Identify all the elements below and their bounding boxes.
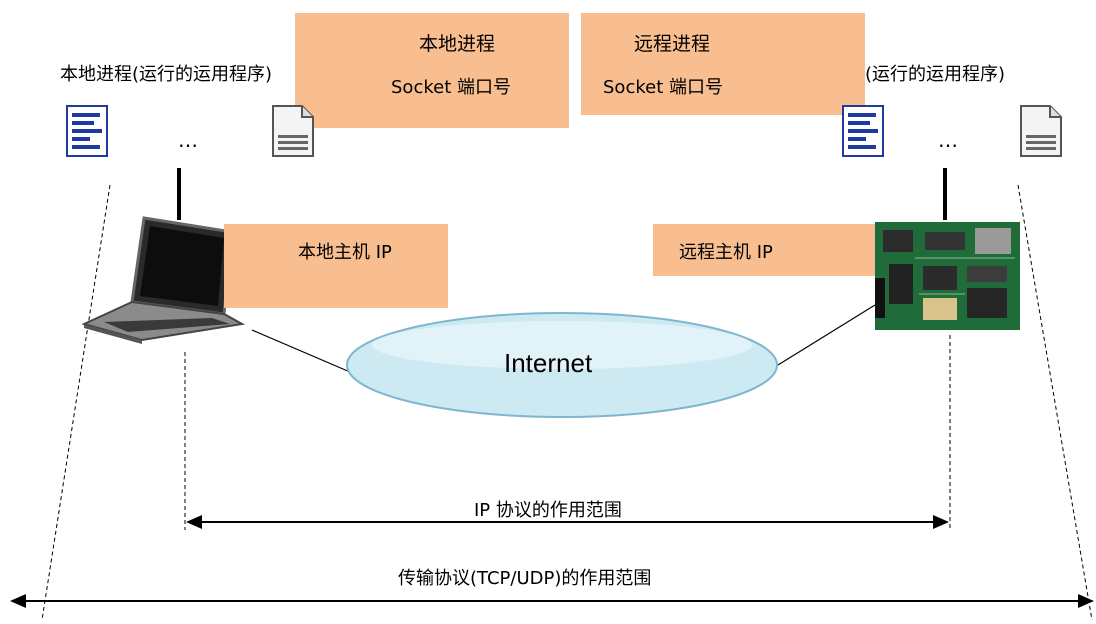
local-connector-bar bbox=[177, 168, 181, 220]
remote-process-ellipsis: … bbox=[938, 128, 960, 152]
transport-scope-label: 传输协议(TCP/UDP)的作用范围 bbox=[398, 568, 652, 589]
local-box-socket: Socket 端口号 bbox=[391, 77, 511, 98]
laptop-icon bbox=[82, 216, 246, 344]
remote-host-ip-label: 远程主机 IP bbox=[679, 242, 773, 263]
document-gray-icon bbox=[272, 105, 314, 157]
remote-host-ip-box: 远程主机 IP bbox=[653, 224, 893, 276]
local-process-ellipsis: … bbox=[178, 128, 200, 152]
local-host-ip-box: 本地主机 IP bbox=[224, 224, 448, 308]
local-box-title: 本地进程 bbox=[419, 33, 496, 55]
circuit-board-icon bbox=[875, 222, 1020, 330]
local-process-label: 本地进程(运行的运用程序) bbox=[60, 64, 273, 85]
local-socket-box: 本地进程 Socket 端口号 bbox=[295, 13, 569, 128]
local-host-ip-label: 本地主机 IP bbox=[298, 242, 392, 263]
remote-box-socket: Socket 端口号 bbox=[603, 77, 723, 98]
remote-box-title: 远程进程 bbox=[634, 33, 711, 55]
remote-connector-bar bbox=[943, 168, 947, 220]
document-blue-icon bbox=[842, 105, 884, 157]
document-blue-icon bbox=[66, 105, 108, 157]
remote-socket-box: 远程进程 Socket 端口号 bbox=[581, 13, 865, 115]
ip-scope-label: IP 协议的作用范围 bbox=[474, 500, 622, 521]
internet-label: Internet bbox=[504, 348, 593, 378]
document-gray-icon bbox=[1020, 105, 1062, 157]
